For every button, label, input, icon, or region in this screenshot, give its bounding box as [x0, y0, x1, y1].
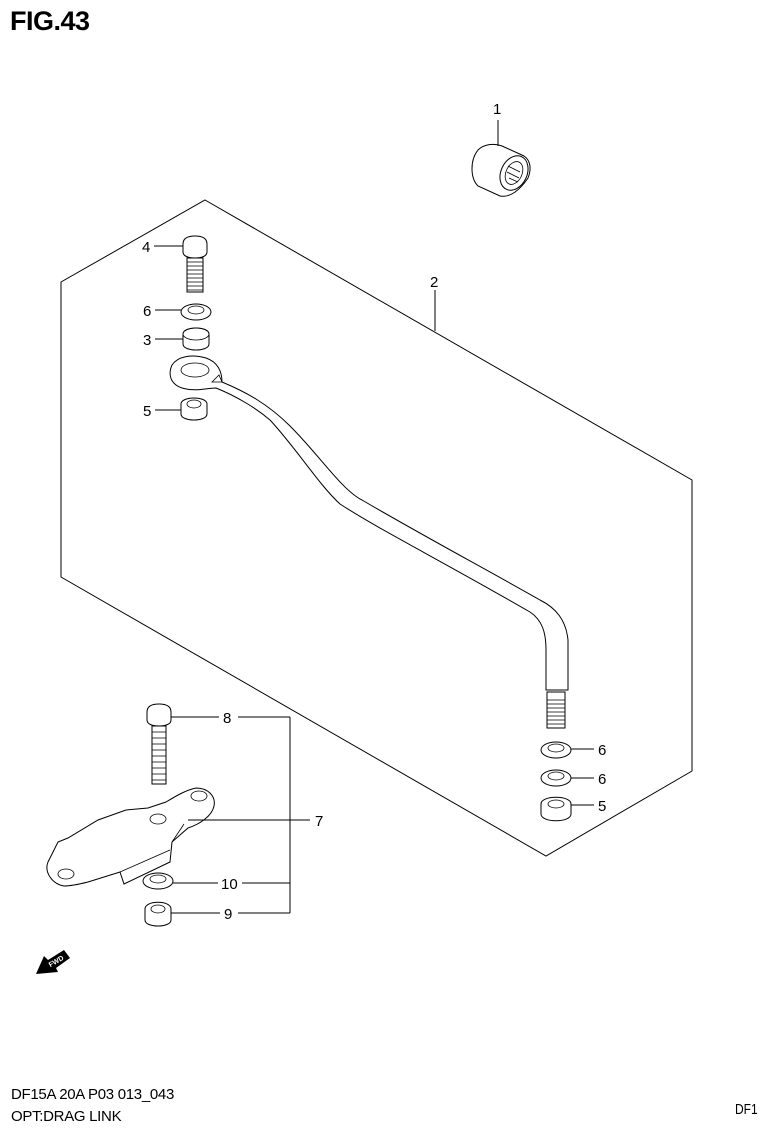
part-5-lock-nut-top[interactable]: [180, 397, 208, 421]
part-5-lock-nut-lower[interactable]: [540, 796, 572, 822]
fwd-arrow-icon: FWD: [36, 950, 70, 974]
callout-6-top: 6: [143, 303, 181, 320]
part-1-nut[interactable]: [471, 143, 533, 197]
figure-caption: OPT:DRAG LINK: [11, 1108, 122, 1125]
part-2-drag-link-rod[interactable]: [169, 355, 569, 729]
svg-text:3: 3: [143, 332, 151, 349]
part-8-bolt[interactable]: [146, 703, 172, 785]
assembly-boundary: [60, 199, 693, 857]
svg-text:7: 7: [315, 813, 323, 830]
part-6-washer-lower-2[interactable]: [540, 769, 572, 787]
callout-7: 7: [188, 813, 323, 830]
svg-text:6: 6: [143, 303, 151, 320]
part-10-washer[interactable]: [142, 872, 174, 890]
callout-8: 8: [171, 710, 290, 727]
corner-code: DF1: [735, 1101, 758, 1118]
svg-text:6: 6: [598, 742, 606, 759]
svg-text:5: 5: [598, 798, 606, 815]
svg-text:9: 9: [224, 906, 232, 923]
callout-5-lower: 5: [571, 798, 606, 815]
svg-text:4: 4: [142, 239, 150, 256]
callout-1: 1: [493, 101, 501, 146]
svg-text:8: 8: [223, 710, 231, 727]
callout-6-lower-1: 6: [571, 742, 606, 759]
part-6-washer-lower-1[interactable]: [540, 741, 572, 759]
svg-text:10: 10: [221, 876, 238, 893]
callout-5-top: 5: [143, 403, 181, 420]
callout-6-lower-2: 6: [571, 771, 606, 788]
figure-code: DF15A 20A P03 013_043: [11, 1086, 175, 1103]
part-9-nut[interactable]: [144, 901, 172, 927]
callout-9: 9: [171, 906, 290, 923]
part-6-washer-top[interactable]: [180, 303, 212, 321]
part-7-bracket[interactable]: [46, 787, 215, 887]
callout-2: 2: [430, 274, 438, 331]
callout-3: 3: [143, 332, 183, 349]
figure-title: FIG.43: [10, 6, 90, 36]
svg-text:2: 2: [430, 274, 438, 291]
svg-text:6: 6: [598, 771, 606, 788]
svg-text:1: 1: [493, 101, 501, 118]
svg-text:5: 5: [143, 403, 151, 420]
callout-4: 4: [142, 239, 183, 256]
part-3-collar[interactable]: [182, 327, 210, 351]
callout-10: 10: [173, 876, 290, 893]
part-4-bolt[interactable]: [182, 235, 208, 293]
